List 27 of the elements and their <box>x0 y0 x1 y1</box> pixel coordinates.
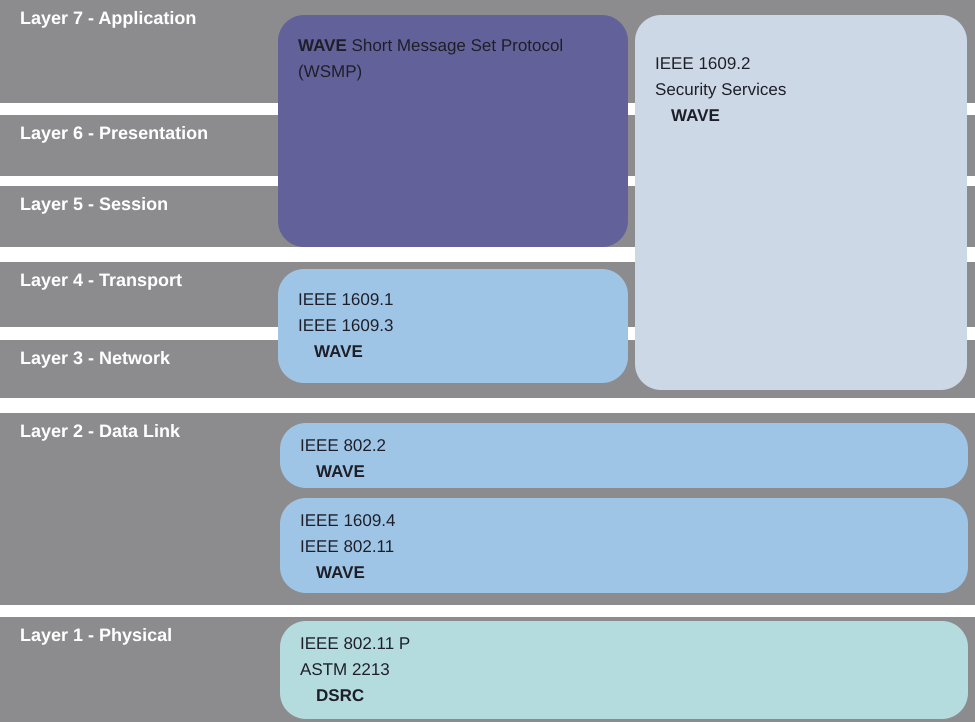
standard-name: ASTM 2213 <box>300 659 391 681</box>
layer-label: Layer 7 - Application <box>20 8 196 29</box>
standard-name: IEEE 1609.2 Security Services <box>655 53 788 101</box>
standard-family-label: WAVE <box>315 562 366 584</box>
standard-name: IEEE 802.2 <box>300 435 388 457</box>
protocol-box <box>278 15 628 247</box>
layer-label: Layer 2 - Data Link <box>20 421 180 442</box>
protocol-box <box>278 269 628 383</box>
standard-name: IEEE 1609.4 <box>300 510 396 532</box>
protocol-box <box>280 621 968 719</box>
standard-family-label: DSRC <box>315 685 366 707</box>
standard-family-label: WAVE <box>670 105 721 127</box>
standard-family-label: WAVE <box>315 461 366 483</box>
layer-label: Layer 5 - Session <box>20 194 168 215</box>
protocol-box <box>635 15 967 390</box>
standard-family-label: WAVE <box>313 341 364 363</box>
standard-name: IEEE 802.11 P <box>300 633 412 655</box>
layer-label: Layer 6 - Presentation <box>20 123 208 144</box>
standard-name: IEEE 1609.1 <box>298 289 394 311</box>
layer-label: Layer 1 - Physical <box>20 625 172 646</box>
standard-name: WAVE Short Message Set Protocol (WSMP) <box>298 35 564 83</box>
protocol-box <box>280 423 968 488</box>
standard-name: IEEE 802.11 <box>300 536 396 558</box>
layer-label: Layer 4 - Transport <box>20 270 182 291</box>
layer-label: Layer 3 - Network <box>20 348 170 369</box>
standard-name: IEEE 1609.3 <box>298 315 394 337</box>
protocol-box <box>280 498 968 593</box>
